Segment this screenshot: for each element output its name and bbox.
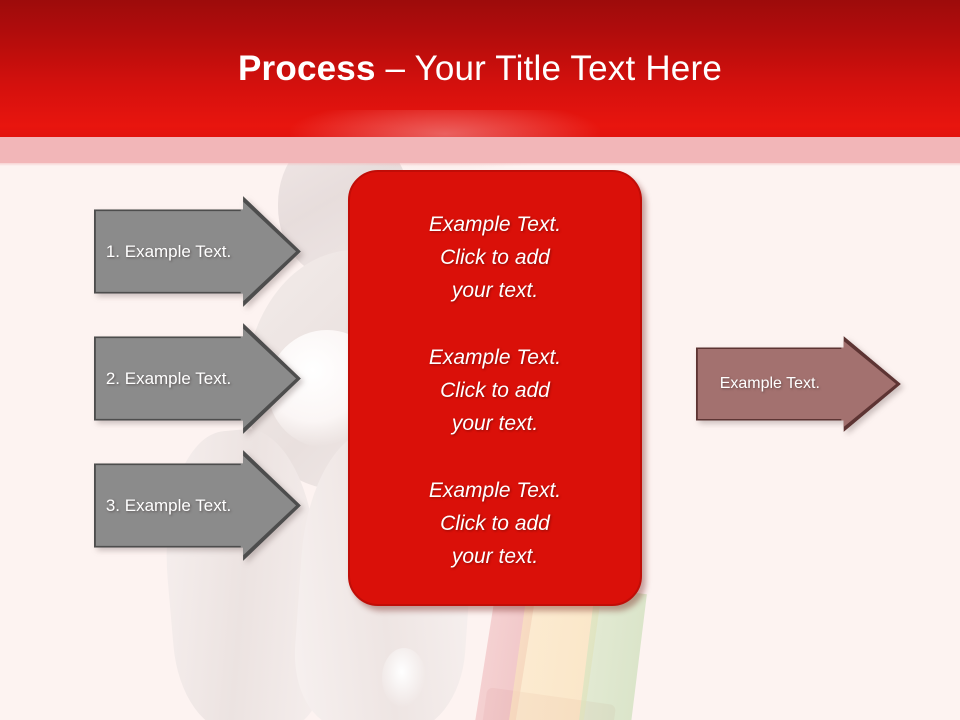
process-input-arrow-3-label: 3. Example Text. — [105, 495, 232, 515]
page-title-rest: – Your Title Text Here — [375, 49, 722, 88]
panel-text-block-2: Example Text. Click to add your text. — [428, 346, 562, 435]
process-center-panel[interactable]: Example Text. Click to add your text. Ex… — [348, 170, 642, 606]
process-output-arrow-label: Example Text. — [719, 375, 820, 392]
pencil-pink-shape — [474, 588, 536, 720]
page-title: Process – Your Title Text Here — [0, 47, 960, 91]
pencil-green-shape — [578, 587, 647, 720]
process-input-arrow-1-label: 1. Example Text. — [105, 241, 232, 261]
page-title-strong: Process — [238, 49, 376, 88]
process-output-arrow[interactable]: Example Text. — [696, 336, 901, 432]
pencil-tip-shape — [481, 687, 617, 720]
accent-band-edge — [0, 163, 960, 166]
pencil-cream-shape — [508, 586, 602, 720]
process-input-arrow-3[interactable]: 3. Example Text. — [94, 450, 301, 561]
figure-knee-highlight — [382, 648, 426, 708]
process-input-arrow-1[interactable]: 1. Example Text. — [94, 196, 301, 307]
panel-text-block-3: Example Text. Click to add your text. — [428, 479, 562, 568]
process-input-arrow-2-label: 2. Example Text. — [105, 368, 232, 388]
accent-band — [0, 137, 960, 163]
process-input-arrow-2[interactable]: 2. Example Text. — [94, 323, 301, 434]
panel-text-block-1: Example Text. Click to add your text. — [428, 213, 562, 302]
